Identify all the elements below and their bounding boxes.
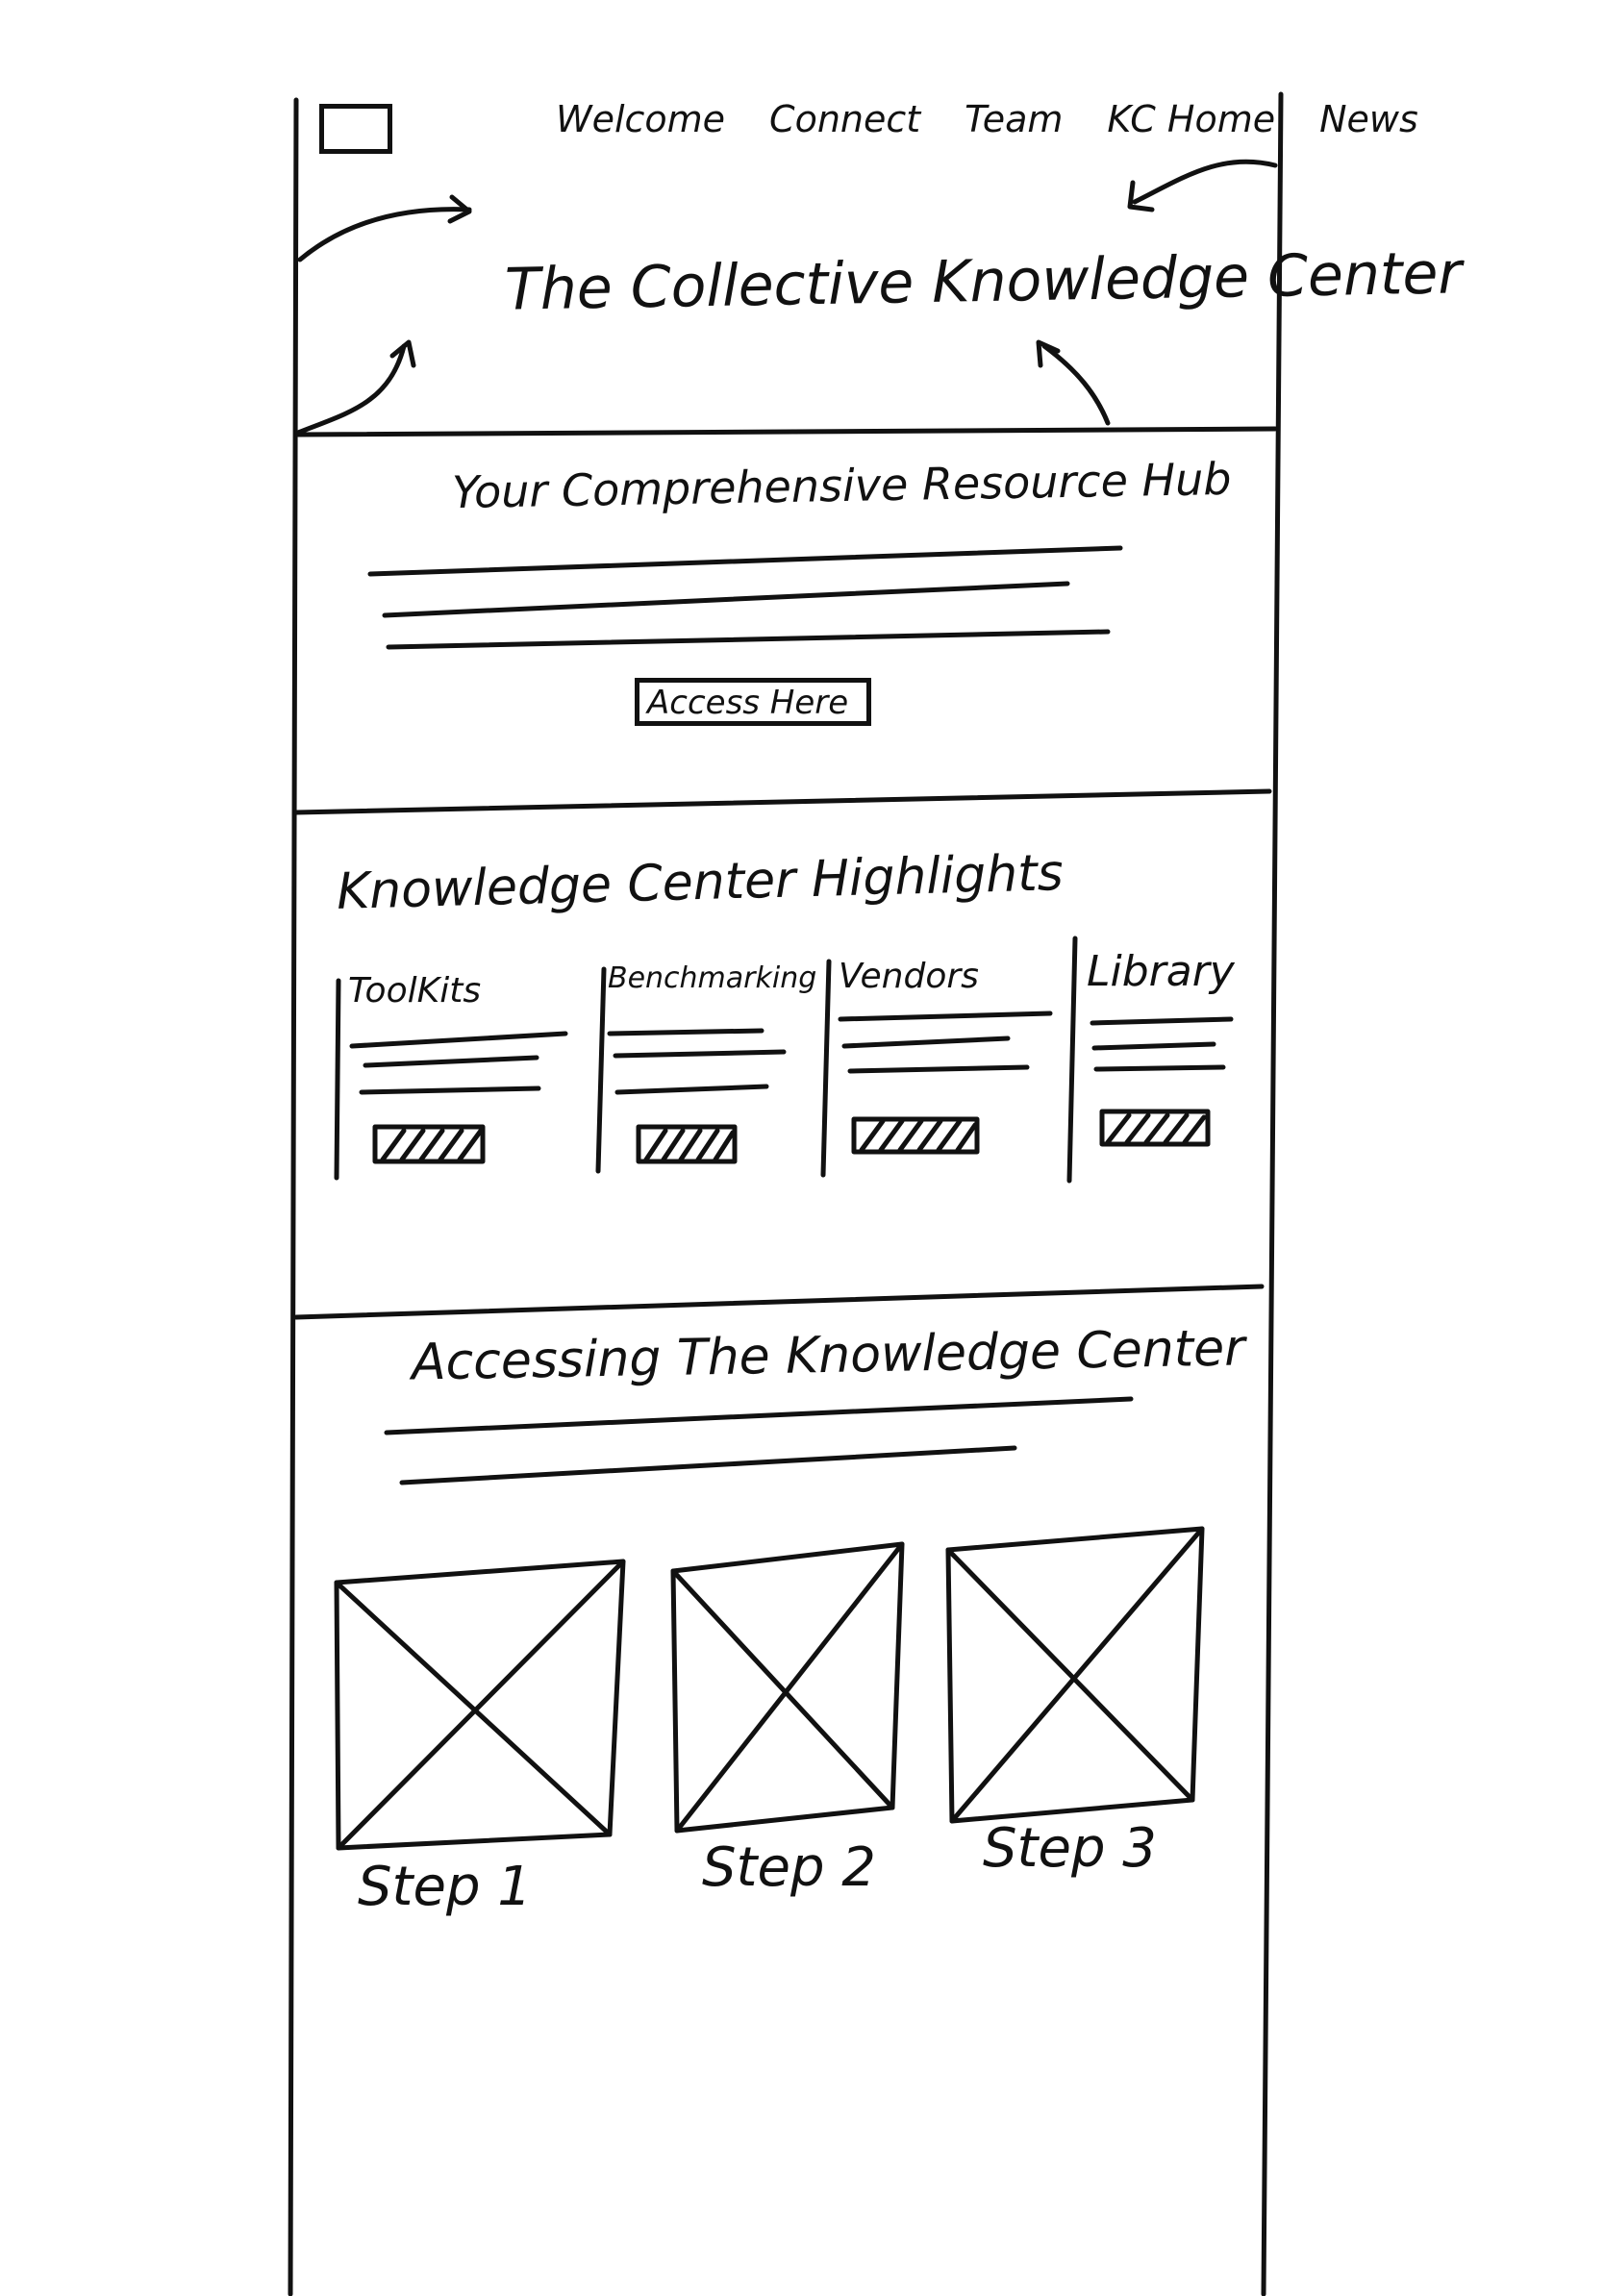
nav-item-kc-home[interactable]: KC Home	[1107, 98, 1276, 140]
arrow-icon	[295, 343, 407, 436]
card-title-vendors[interactable]: Vendors	[839, 957, 979, 996]
card-title-toolkits[interactable]: ToolKits	[348, 971, 482, 1011]
card-button-placeholder	[372, 1124, 486, 1164]
card-divider	[334, 978, 341, 1181]
card-title-library[interactable]: Library	[1087, 947, 1235, 996]
arrow-icon	[297, 207, 472, 262]
logo-placeholder-icon[interactable]	[319, 104, 392, 154]
card-divider	[595, 966, 607, 1174]
divider-highlights	[293, 1284, 1265, 1320]
step-3-label: Step 3	[983, 1817, 1157, 1880]
placeholder-text-line	[382, 581, 1070, 618]
divider-hero	[295, 426, 1278, 437]
divider-resource	[293, 788, 1272, 815]
card-title-benchmarking[interactable]: Benchmarking	[608, 961, 817, 995]
step-2-label: Step 2	[702, 1836, 876, 1899]
arrow-icon	[1041, 343, 1111, 426]
step-3-image-placeholder	[945, 1526, 1205, 1824]
nav-item-connect[interactable]: Connect	[769, 98, 921, 140]
top-nav: Welcome Connect Team KC Home News	[556, 98, 1418, 140]
frame-left-edge	[288, 97, 299, 2296]
step-1-label: Step 1	[358, 1856, 532, 1918]
step-1-image-placeholder	[334, 1559, 626, 1851]
arrow-icon	[1132, 159, 1278, 205]
nav-item-news[interactable]: News	[1319, 98, 1418, 140]
card-divider	[820, 959, 832, 1178]
nav-item-team[interactable]: Team	[965, 98, 1064, 140]
placeholder-text-line	[367, 545, 1123, 577]
placeholder-text-line	[384, 1396, 1134, 1435]
card-divider	[1066, 936, 1078, 1184]
card-button-placeholder	[851, 1116, 980, 1155]
access-here-button[interactable]: Access Here	[635, 678, 871, 726]
nav-item-welcome[interactable]: Welcome	[556, 98, 726, 140]
card-button-placeholder	[636, 1124, 738, 1164]
placeholder-text-line	[386, 629, 1111, 650]
card-button-placeholder	[1099, 1109, 1211, 1147]
frame-right-edge	[1261, 91, 1284, 2296]
step-2-image-placeholder	[670, 1541, 905, 1834]
placeholder-text-line	[399, 1445, 1017, 1485]
